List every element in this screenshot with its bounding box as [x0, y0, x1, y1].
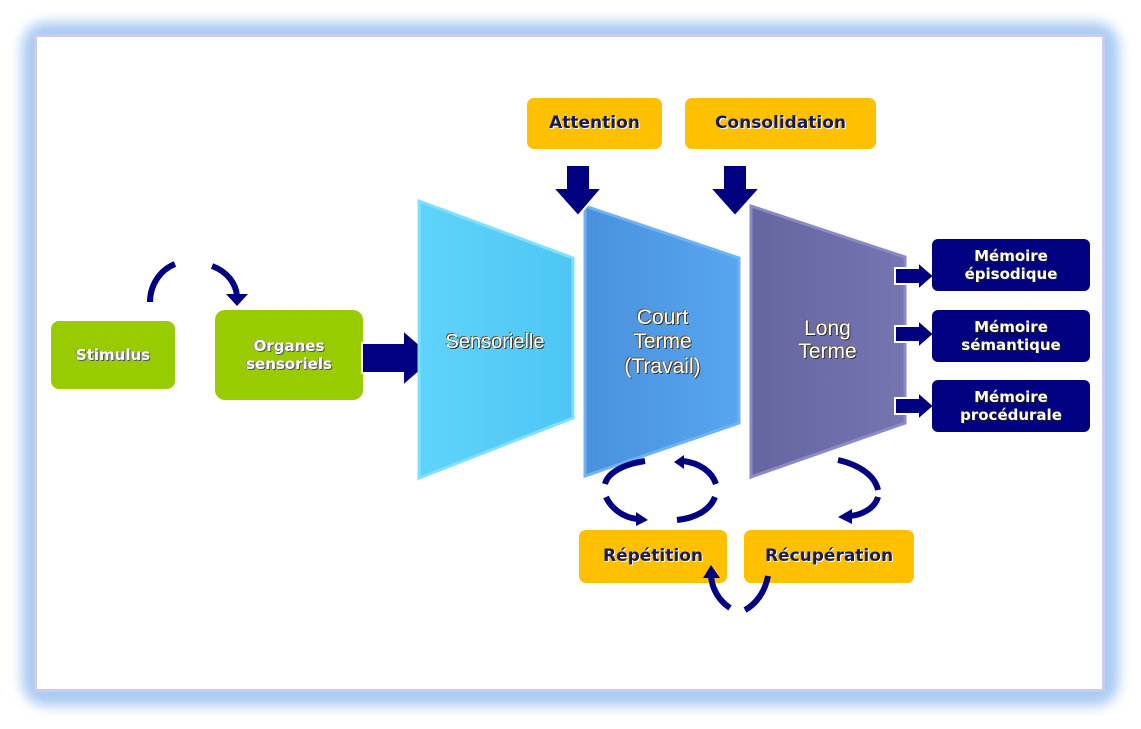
procedural-memory-box	[932, 380, 1090, 432]
curved-arrow-icon	[210, 263, 240, 297]
retrieval-label: Récupération	[764, 546, 894, 567]
sense-organs-label: Organes sensoriels	[246, 337, 332, 373]
consolidation-label: Consolidation	[714, 113, 847, 134]
arrow-head-icon	[674, 455, 684, 469]
block-arrow-down-icon	[550, 164, 605, 218]
arrow-head-icon	[636, 512, 648, 526]
stimulus-label: Stimulus	[75, 346, 151, 364]
semantic-memory-box	[932, 310, 1090, 362]
sensory-store-shape	[417, 198, 575, 481]
arrow-head-icon	[838, 509, 852, 524]
attention-label: Attention	[549, 113, 640, 134]
rehearsal-box	[579, 530, 727, 583]
block-arrow-right-icon	[894, 389, 936, 423]
block-arrow-right-icon	[894, 317, 936, 351]
loop-arrow-icon	[602, 458, 646, 486]
arrow-head-icon	[703, 565, 720, 578]
curved-arrow-icon	[147, 261, 177, 303]
curved-arrow-icon	[708, 575, 732, 611]
loop-arrow-icon	[676, 495, 718, 523]
short-term-store-shape	[583, 203, 741, 479]
curved-arrow-icon	[837, 457, 881, 491]
block-arrow-down-icon	[707, 164, 763, 218]
curved-arrow-icon	[849, 495, 881, 519]
consolidation-box	[685, 98, 876, 149]
episodic-memory-box	[932, 239, 1090, 291]
procedural-memory-label: Mémoire procédurale	[960, 388, 1062, 424]
stimulus-box	[51, 321, 175, 389]
loop-arrow-icon	[603, 495, 639, 522]
attention-box	[527, 98, 662, 149]
arrow-head-icon	[226, 294, 248, 306]
loop-arrow-icon	[682, 458, 719, 486]
sensory-store-label: Sensorielle	[445, 331, 545, 353]
semantic-memory-label: Mémoire sémantique	[961, 318, 1061, 354]
episodic-memory-label: Mémoire épisodique	[964, 247, 1058, 283]
sense-organs-box	[215, 310, 363, 400]
long-term-store-shape	[749, 203, 907, 480]
long-term-store-label: Long Terme	[798, 316, 857, 363]
block-arrow-right-icon	[894, 259, 936, 293]
curved-arrow-icon	[743, 575, 771, 613]
rehearsal-label: Répétition	[602, 546, 703, 567]
short-term-store-label: Court Terme (Travail)	[624, 306, 701, 378]
retrieval-box	[744, 530, 914, 583]
